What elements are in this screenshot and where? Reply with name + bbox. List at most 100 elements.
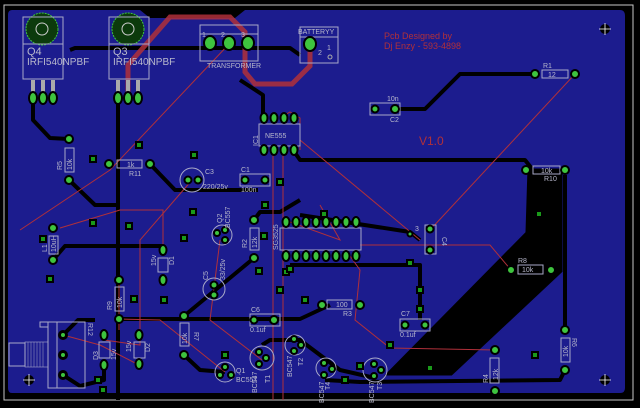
mounting-hole-icon	[599, 374, 611, 386]
via	[320, 210, 328, 218]
heatsink-hole-icon	[25, 12, 59, 46]
r9-resistor[interactable]: 10k R9	[107, 275, 125, 324]
d1-name: D1	[169, 256, 176, 265]
via	[406, 259, 414, 267]
t2-name: T2	[298, 358, 305, 366]
via	[341, 376, 349, 384]
r1-value: 12	[548, 72, 556, 79]
c5-capacitor[interactable]: C5 33/25v	[202, 258, 227, 301]
r7-resistor[interactable]: 10k R7	[179, 311, 199, 360]
r5-resistor[interactable]: 10k R5	[57, 134, 75, 185]
via	[160, 296, 168, 304]
c1-value: 100n	[241, 187, 257, 194]
via	[89, 155, 97, 163]
r3-value: 100	[336, 302, 348, 309]
c2-value: 10n	[387, 96, 399, 103]
via	[99, 386, 107, 394]
via	[135, 141, 143, 149]
ic2-pin	[351, 250, 361, 262]
t2-value: BC547	[287, 355, 294, 377]
ic2-sg3525[interactable]: SG3525	[273, 216, 362, 262]
via	[130, 295, 138, 303]
r12-name: R12	[86, 323, 93, 336]
ic2-pin	[281, 216, 291, 228]
via	[46, 275, 54, 283]
transformer-connector[interactable]: 1 2 3 TRANSFORMER	[199, 24, 261, 70]
d2-zener[interactable]: 15v D2	[126, 329, 152, 370]
pin-label: 1	[327, 45, 331, 52]
r4-name: R4	[483, 374, 490, 383]
ic2-pin	[301, 216, 311, 228]
q3-mosfet[interactable]: Q3 IRFI540NPBF	[108, 12, 175, 105]
q2-name: Q2	[217, 214, 224, 223]
r2-resistor[interactable]: 12k R2	[242, 215, 260, 263]
d3-zener[interactable]: D3 15v	[93, 329, 118, 371]
r8-resistor[interactable]: R8 10k	[506, 258, 556, 275]
r10-resistor[interactable]: 10k R10	[521, 165, 570, 183]
c7-capacitor[interactable]: C7 0.1uf	[399, 311, 431, 339]
via	[221, 351, 229, 359]
c5-name: C5	[203, 271, 210, 280]
mounting-hole-icon	[23, 374, 35, 386]
r10-value: 10k	[541, 168, 553, 175]
via	[426, 364, 434, 372]
r11-resistor[interactable]: 1k R11	[104, 159, 155, 178]
r6-resistor[interactable]: 10k R6	[560, 325, 577, 375]
c6-capacitor[interactable]: C6 0.1uf	[249, 307, 281, 334]
d1-zener[interactable]: 15v D1	[151, 244, 176, 286]
t3-value: BC547	[369, 381, 376, 403]
r2-name: R2	[242, 239, 249, 248]
via	[125, 222, 133, 230]
q1-value: BC557	[236, 377, 258, 384]
vias	[39, 141, 543, 394]
q1-transistor[interactable]: Q1 BC557	[214, 361, 258, 384]
t4-transistor[interactable]: BC547 T4	[315, 357, 337, 403]
c1-capacitor[interactable]: C1 100n	[239, 167, 271, 194]
r2-value: 12k	[252, 236, 259, 248]
r6-value: 10k	[563, 345, 570, 357]
q2-value: BC557	[225, 206, 232, 228]
ic2-pin	[351, 216, 361, 228]
power-connector[interactable]: R12	[8, 321, 93, 389]
credit-line-1: Pcb Designed by	[384, 31, 453, 41]
r1-resistor[interactable]: R1 12	[530, 63, 580, 79]
ic2-pin	[281, 250, 291, 262]
ic1-ne555[interactable]: NE555 IC1	[253, 112, 301, 156]
via	[180, 234, 188, 242]
ic2-pin	[341, 250, 351, 262]
r4-value: 12k	[493, 368, 500, 380]
r3-resistor[interactable]: 100 R3	[317, 299, 365, 318]
t4-name: T4	[325, 382, 332, 390]
c4-capacitor[interactable]: C4 3	[406, 224, 448, 255]
r9-value: 10k	[117, 296, 124, 308]
r7-value: 10k	[182, 332, 189, 344]
ic2-value: SG3525	[273, 224, 280, 250]
ic2-pin	[311, 216, 321, 228]
via	[260, 232, 268, 240]
t2-transistor[interactable]: BC547 T2	[284, 334, 306, 377]
ic2-pin	[301, 250, 311, 262]
via	[190, 151, 198, 159]
ic1-name: IC1	[253, 135, 260, 146]
t1-transistor[interactable]: BC547 T1	[249, 345, 275, 393]
d1-value: 15v	[151, 254, 158, 266]
l1-inductor[interactable]: 10uH L1	[42, 223, 59, 265]
q3-name: Q3	[113, 46, 128, 58]
via	[301, 296, 309, 304]
q4-mosfet[interactable]: Q4 IRFI540NPBF	[22, 12, 89, 105]
c4-name: C4	[440, 237, 447, 246]
r11-value: 1k	[127, 162, 135, 169]
via	[531, 351, 539, 359]
q2-transistor[interactable]: Q2 BC557	[211, 206, 233, 246]
ic2-pin	[291, 216, 301, 228]
q4-value: IRFI540NPBF	[27, 57, 89, 68]
ic2-pin	[331, 250, 341, 262]
ic2-pin	[321, 250, 331, 262]
via	[416, 305, 424, 313]
r4-resistor[interactable]: 12k R4	[483, 345, 500, 396]
battery-connector[interactable]: BATTERYY 2 1	[298, 26, 339, 64]
t1-name: T1	[265, 375, 272, 383]
c2-capacitor[interactable]: 10n C2	[369, 96, 401, 124]
c3-capacitor[interactable]: C3 220/25v	[179, 167, 228, 193]
